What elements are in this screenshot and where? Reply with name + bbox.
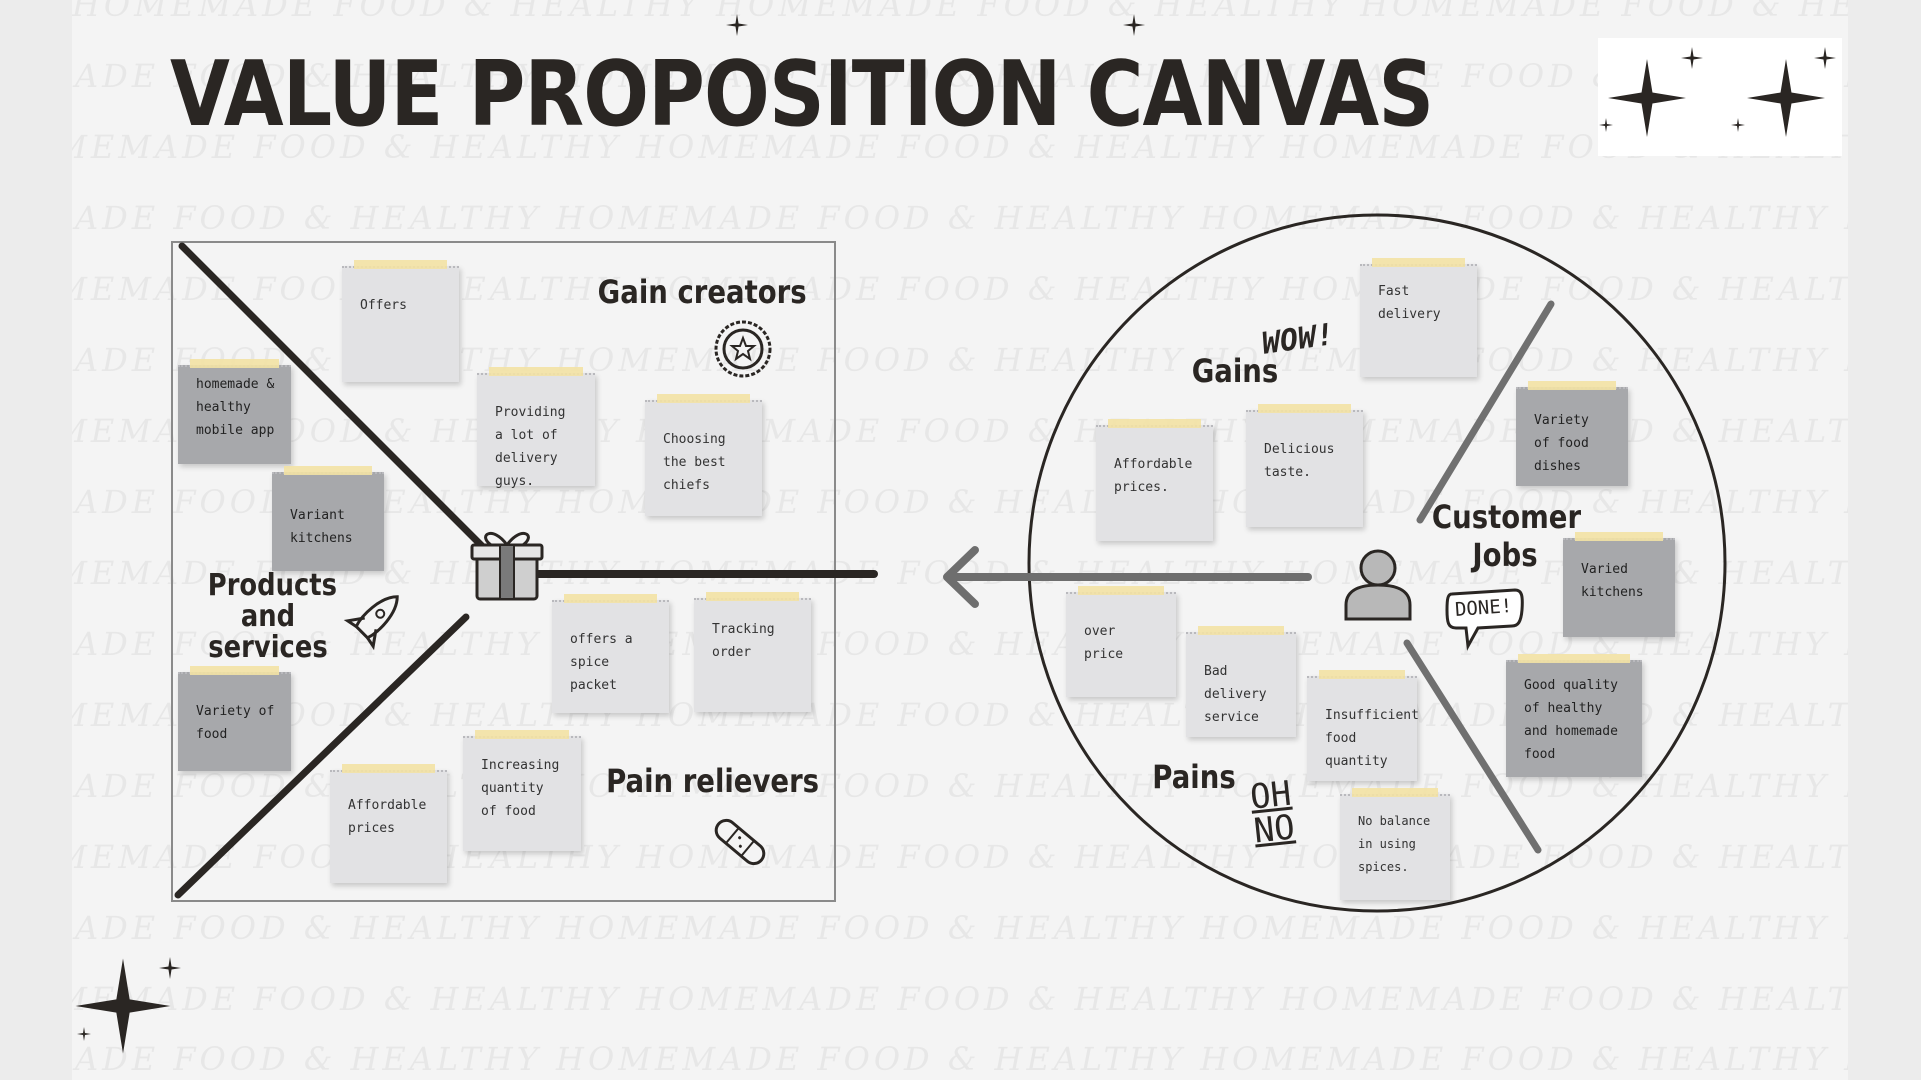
note-choosing-chiefs[interactable]: Choosing the best chiefs (645, 394, 762, 516)
sparkle-icon (1681, 47, 1703, 69)
note-providing-delivery[interactable]: Providing a lot of delivery guys. (477, 367, 595, 489)
note-tracking-order[interactable]: Tracking order (694, 592, 811, 712)
note-insufficient-quantity[interactable]: Insufficient food quantity (1307, 670, 1419, 781)
speech-bubble-icon (1445, 588, 1524, 651)
note-good-quality[interactable]: Good quality of healthy and homemade foo… (1506, 654, 1642, 777)
note-offers[interactable]: Offers (342, 260, 459, 382)
divider-line (174, 613, 470, 899)
user-icon (1344, 549, 1412, 621)
note-over-price[interactable]: over price (1066, 586, 1176, 697)
sparkle-icon (75, 958, 171, 1054)
note-offers-spice-packet[interactable]: offers a spice packet (552, 594, 669, 713)
gain-creators-label: Gain creators (597, 273, 807, 311)
customer-profile-frame (1027, 213, 1727, 913)
gains-label: Gains (1191, 352, 1279, 390)
rocket-icon (343, 595, 399, 651)
note-affordable-prices-vm[interactable]: Affordable prices (330, 764, 447, 883)
watermark-row: HOMEMADE FOOD & HEALTHY HOMEMADE FOOD & … (72, 199, 1848, 237)
sparkle-icon (1814, 47, 1836, 69)
divider-line (178, 242, 492, 556)
bandage-icon (714, 818, 766, 866)
watermark-row: HOMEMADE FOOD & HEALTHY HOMEMADE FOOD & … (72, 980, 1848, 1018)
note-variety-dishes[interactable]: Variety of food dishes (1516, 381, 1628, 486)
pain-relievers-label: Pain relievers (606, 762, 820, 800)
watermark-row: HOMEMADE FOOD & HEALTHY HOMEMADE FOOD & … (72, 1040, 1848, 1078)
watermark-row: HOMEMADE FOOD & HEALTHY HOMEMADE FOOD & … (72, 909, 1848, 947)
note-bad-delivery[interactable]: Bad delivery service (1186, 626, 1296, 737)
pains-label: Pains (1152, 758, 1236, 796)
sparkle-icon (1608, 59, 1686, 137)
gift-icon (470, 532, 544, 601)
done-doodle: DONE! (1454, 595, 1513, 621)
customer-jobs-label: Customer Jobs (1431, 498, 1582, 574)
note-homemade-app[interactable]: homemade & healthy mobile app (178, 359, 291, 464)
sparkle-icon (1123, 14, 1145, 36)
sparkle-icon (726, 14, 748, 36)
sparkle-icon (1599, 118, 1613, 132)
divider-line (1416, 300, 1555, 524)
sparkle-icon (1731, 118, 1745, 132)
sparkle-icon (1747, 59, 1825, 137)
sparkle-icon (159, 957, 181, 979)
sparkle-icon (77, 1027, 91, 1041)
note-variant-kitchens[interactable]: Variant kitchens (272, 466, 384, 571)
page-title: VALUE PROPOSITION CANVAS (170, 42, 1434, 147)
note-delicious-taste[interactable]: Delicious taste. (1246, 404, 1363, 527)
note-no-balance-spices[interactable]: No balance in using spices. (1340, 788, 1450, 900)
arrow-left-icon (943, 546, 1312, 608)
oh-no-doodle: OH NO (1248, 773, 1297, 852)
watermark-row: HOMEMADE FOOD & HEALTHY HOMEMADE FOOD & … (72, 0, 1848, 24)
products-services-label: Products and services (207, 568, 337, 665)
divider-line (1403, 639, 1542, 854)
note-fast-delivery[interactable]: Fast delivery (1360, 258, 1477, 377)
note-increasing-quantity[interactable]: Increasing quantity of food (463, 730, 581, 851)
note-varied-kitchens[interactable]: Varied kitchens (1563, 532, 1675, 637)
note-affordable-prices-cp[interactable]: Affordable prices. (1096, 419, 1213, 541)
note-variety-of-food[interactable]: Variety of food (178, 666, 291, 771)
star-badge-icon (714, 320, 772, 378)
